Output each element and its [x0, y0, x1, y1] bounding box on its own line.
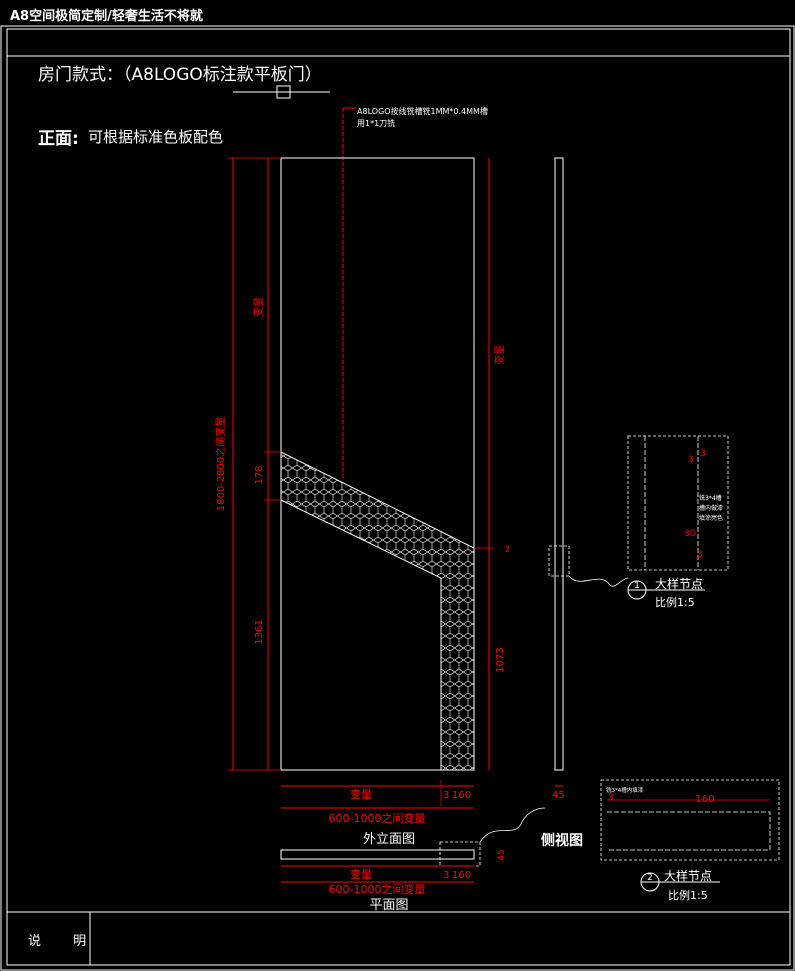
drawing-title: 房门款式：（A8LOGO标注款平板门） — [38, 65, 322, 85]
elev-160: 160 — [452, 790, 471, 801]
side-detail-leader — [568, 575, 629, 587]
detail1-title: 大样节点 — [655, 576, 703, 591]
plan-detail-leader — [479, 807, 546, 843]
plan-caption: 平面图 — [369, 898, 408, 913]
detail2-num: 2 — [647, 873, 653, 883]
front-note: 可根据标准色板配色 — [88, 128, 223, 146]
dim-1073: 1073 — [495, 647, 506, 672]
detail1-dim-a: 3 — [688, 455, 694, 465]
title-bar: A8空间极简定制/轻奢生活不将就 — [0, 0, 795, 26]
dim-2: 2 — [505, 545, 510, 554]
detail2-dim: 160 — [695, 794, 714, 805]
detail1-note3: 填涂亮色 — [699, 514, 723, 522]
outer-frame — [0, 25, 795, 971]
app-title: A8空间极简定制/轻奢生活不将就 — [10, 9, 203, 24]
detail1-dim-d: 30 — [684, 529, 696, 539]
elev-range: 600-1000之间变量 — [329, 811, 426, 825]
dim-var-right: 变量 — [493, 345, 506, 365]
dim-1361: 1361 — [254, 619, 265, 644]
dim-var-left: 变量 — [252, 297, 265, 317]
plan-detail-marker — [439, 841, 481, 867]
elev-width-var: 变量 — [350, 787, 372, 801]
plan-width-var: 变量 — [350, 867, 372, 881]
detail1-note2: 槽内做漆 — [699, 504, 723, 512]
logo-band — [280, 451, 475, 771]
elev-3: 3 — [443, 790, 449, 801]
side-view-panel — [554, 157, 564, 771]
side-detail-marker — [548, 545, 570, 577]
detail2-section — [607, 811, 771, 851]
plan-160: 160 — [452, 870, 471, 881]
inner-frame — [6, 28, 791, 966]
detail2-note: 铣3*4槽内填漆 — [606, 786, 644, 794]
detail1-dim-c: 3 — [697, 550, 703, 560]
detail2-frame — [600, 779, 780, 861]
dim-total-height: 1800-2800之间变量 — [214, 417, 227, 512]
plan-view-panel — [280, 849, 475, 860]
detail2-title: 大样节点 — [664, 868, 712, 883]
detail1-frame — [627, 435, 729, 571]
detail1-dim-b: 3 — [700, 449, 706, 459]
logo-note-line2: 用1*1刀铣 — [357, 118, 395, 128]
plan-45: 45 — [497, 849, 507, 860]
logo-note-line1: A8LOGO按线铣槽铣1MM*0.4MM槽 — [357, 106, 488, 116]
detail2-dim-small: 3 — [608, 793, 614, 803]
side-caption: 侧视图 — [541, 832, 583, 849]
elev-caption: 外立面图 — [363, 832, 415, 847]
detail1-note1: 铣3*4槽 — [699, 494, 722, 502]
plan-3: 3 — [443, 870, 449, 881]
dim-178: 178 — [254, 465, 265, 484]
front-label: 正面: — [38, 129, 79, 149]
detail2-scale: 比例1:5 — [668, 888, 708, 902]
plan-range: 600-1000之间变量 — [329, 882, 426, 896]
side-45: 45 — [552, 790, 565, 801]
footer-note-label: 说 明 — [28, 934, 101, 949]
detail1-scale: 比例1:5 — [655, 595, 695, 609]
detail1-num: 1 — [634, 581, 640, 591]
